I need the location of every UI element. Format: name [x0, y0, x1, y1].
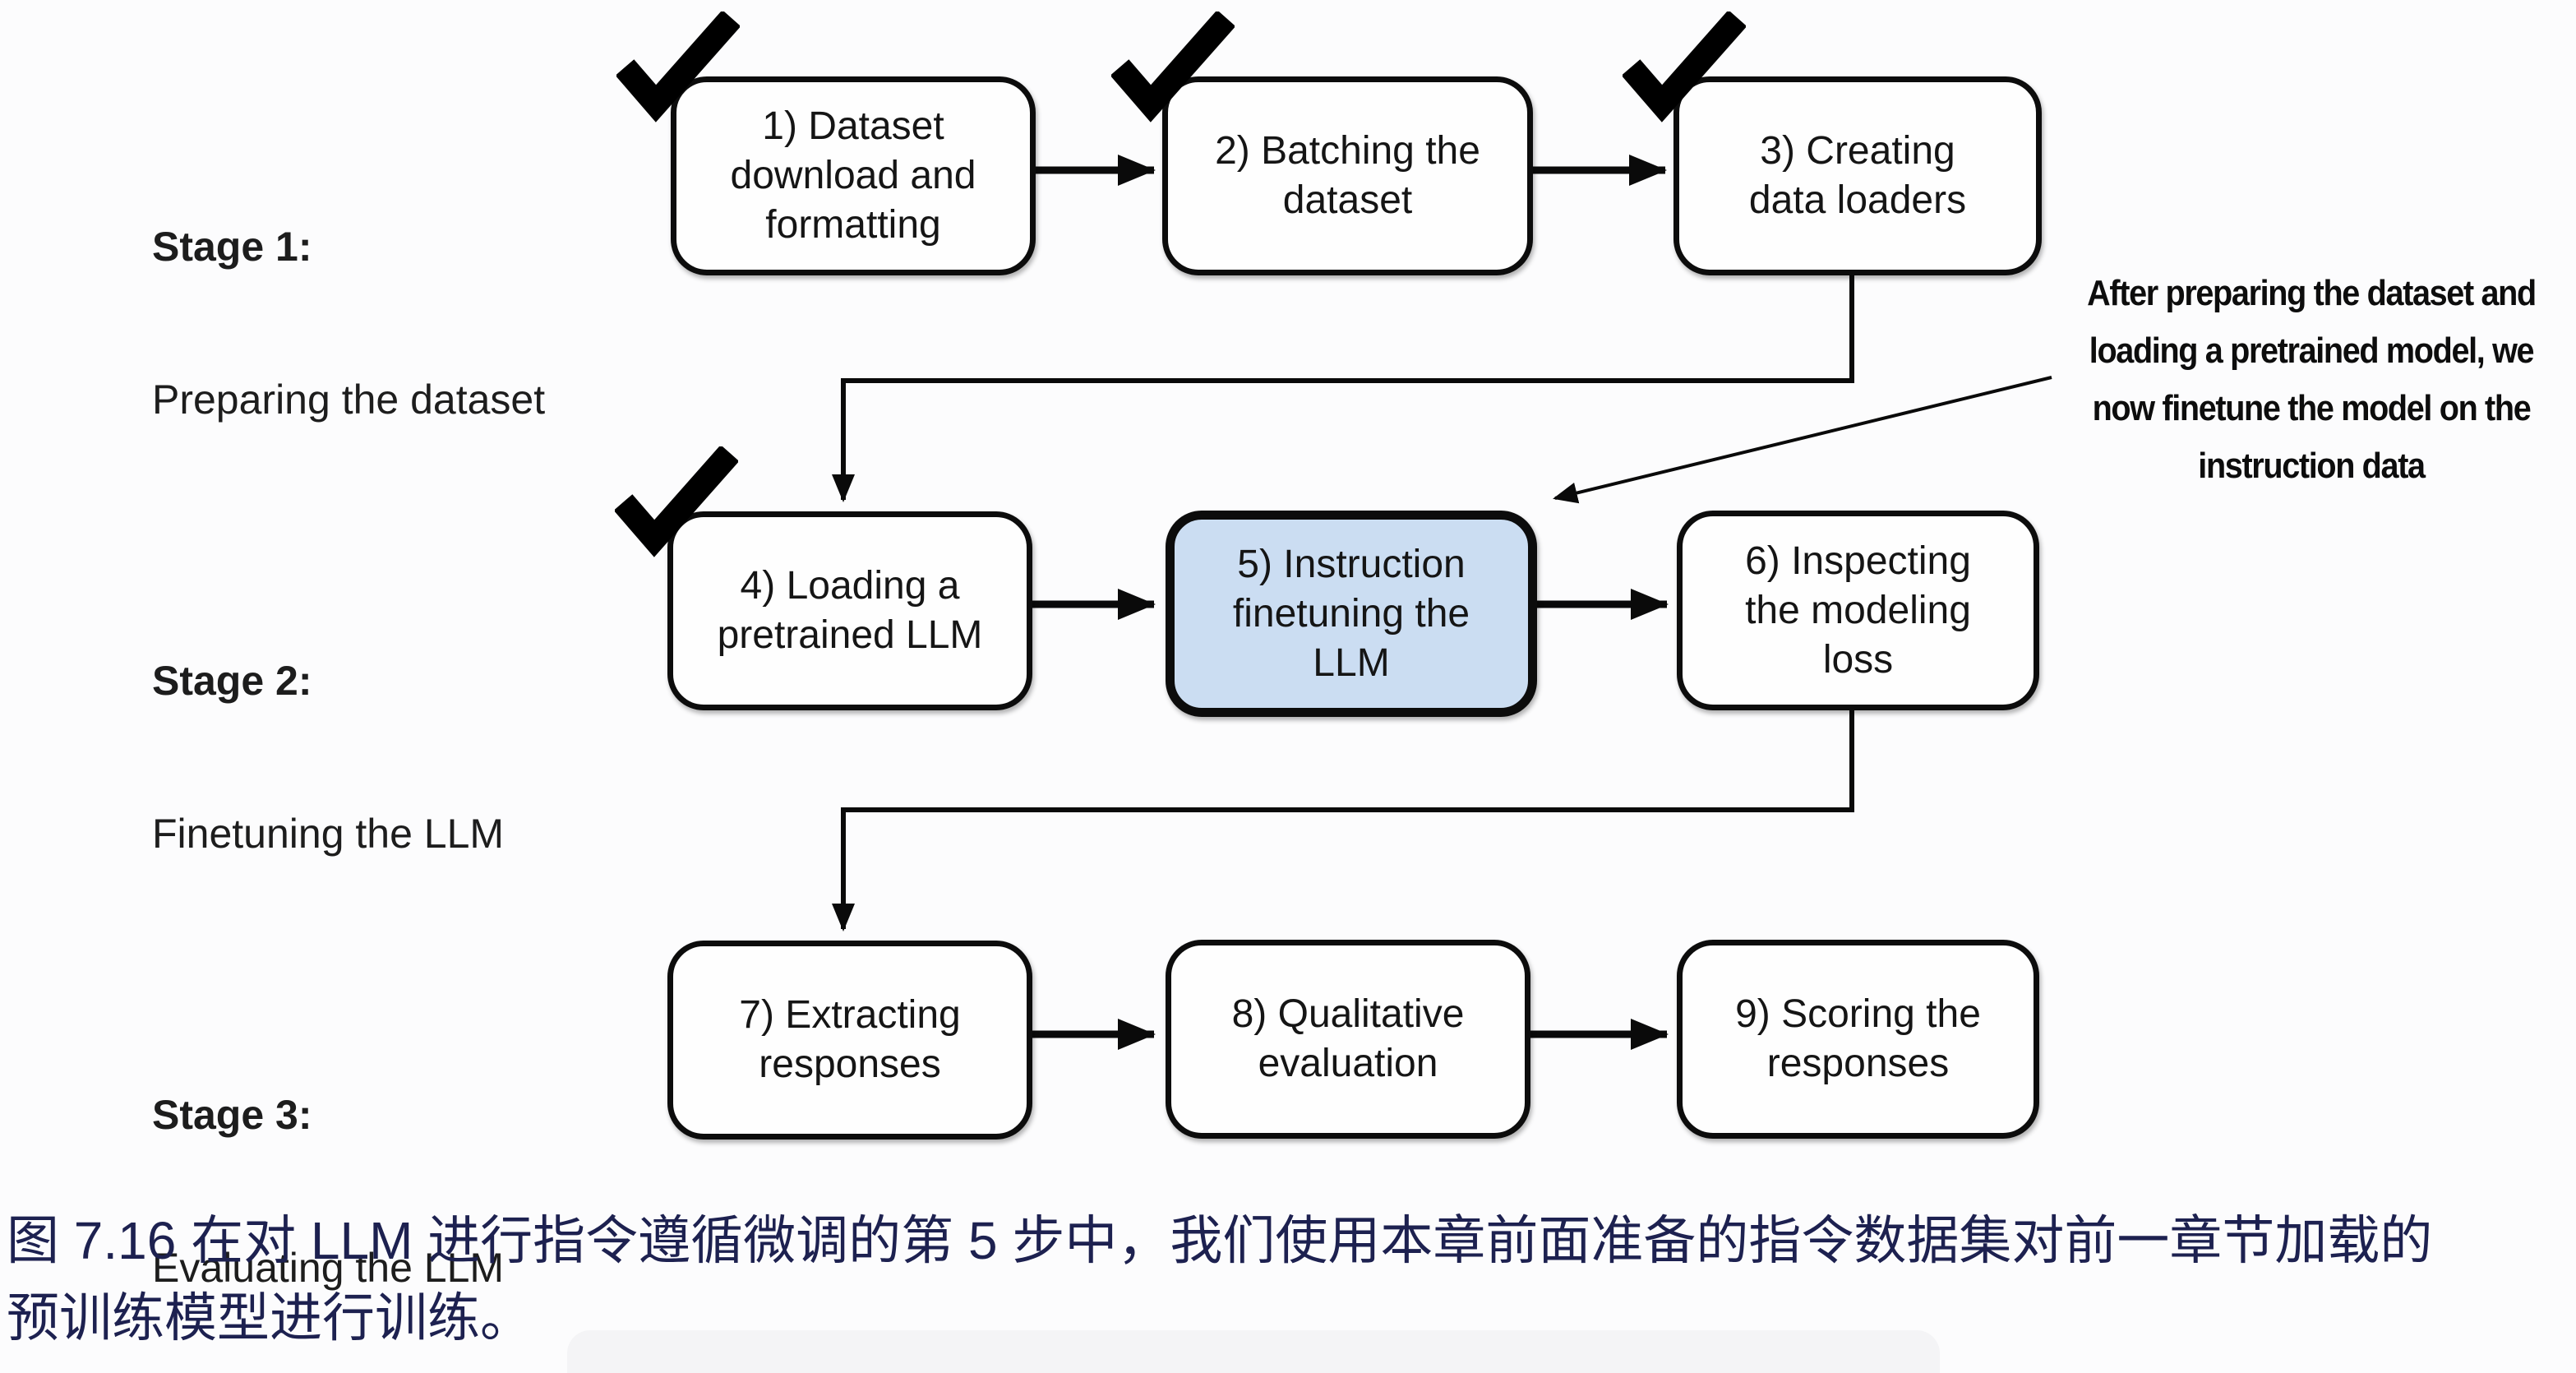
stage-2-title: Stage 2: — [152, 658, 312, 704]
bottom-partial-element — [567, 1330, 1940, 1373]
step-box-5-highlighted: 5) Instruction finetuning the LLM — [1166, 511, 1537, 717]
annotation-note: After preparing the dataset and loading … — [2087, 273, 2537, 486]
step-box-4: 4) Loading a pretrained LLM — [667, 511, 1032, 710]
step-box-4-label: 4) Loading a pretrained LLM — [717, 564, 983, 657]
step-box-8: 8) Qualitative evaluation — [1166, 940, 1530, 1139]
stage-1-subtitle: Preparing the dataset — [152, 377, 546, 423]
step-box-6-label: 6) Inspecting the modeling loss — [1745, 539, 1971, 682]
figure-caption: 图 7.16 在对 LLM 进行指令遵循微调的第 5 步中，我们使用本章前面准备… — [7, 1211, 2433, 1348]
stage-3-subtitle: Evaluating the LLM — [152, 1245, 505, 1291]
step-box-9: 9) Scoring the responses — [1677, 940, 2039, 1139]
step-box-7: 7) Extracting responses — [667, 941, 1032, 1140]
stage-label-2: Stage 2: Finetuning the LLM — [152, 553, 504, 961]
elbow-arrow-box3-box4 — [832, 265, 1854, 502]
stage-label-3: Stage 3: Evaluating the LLM — [152, 987, 504, 1373]
stage-2-subtitle: Finetuning the LLM — [152, 811, 505, 857]
stage-3-title: Stage 3: — [152, 1092, 312, 1138]
step-box-5-label: 5) Instruction finetuning the LLM — [1232, 542, 1470, 685]
checkmark-icon — [616, 12, 740, 123]
stage-label-1: Stage 1: Preparing the dataset — [152, 119, 545, 527]
checkmark-icon — [1111, 12, 1235, 123]
checkmark-icon — [1623, 12, 1746, 123]
elbow-arrow-box6-box7 — [832, 700, 1854, 932]
step-box-3: 3) Creating data loaders — [1673, 76, 2042, 275]
step-box-6: 6) Inspecting the modeling loss — [1677, 511, 2039, 710]
step-box-8-label: 8) Qualitative evaluation — [1231, 992, 1465, 1085]
annotation-pointer-arrow — [1553, 376, 2052, 504]
step-box-1-label: 1) Dataset download and formatting — [730, 104, 976, 247]
stage-1-title: Stage 1: — [152, 224, 312, 270]
step-box-3-label: 3) Creating data loaders — [1748, 129, 1967, 222]
step-box-9-label: 9) Scoring the responses — [1735, 992, 1981, 1085]
step-box-1: 1) Dataset download and formatting — [671, 76, 1036, 275]
step-box-2-label: 2) Batching the dataset — [1215, 129, 1480, 222]
step-box-2: 2) Batching the dataset — [1162, 76, 1533, 275]
checkmark-icon — [615, 446, 738, 557]
step-box-7-label: 7) Extracting responses — [739, 993, 961, 1086]
